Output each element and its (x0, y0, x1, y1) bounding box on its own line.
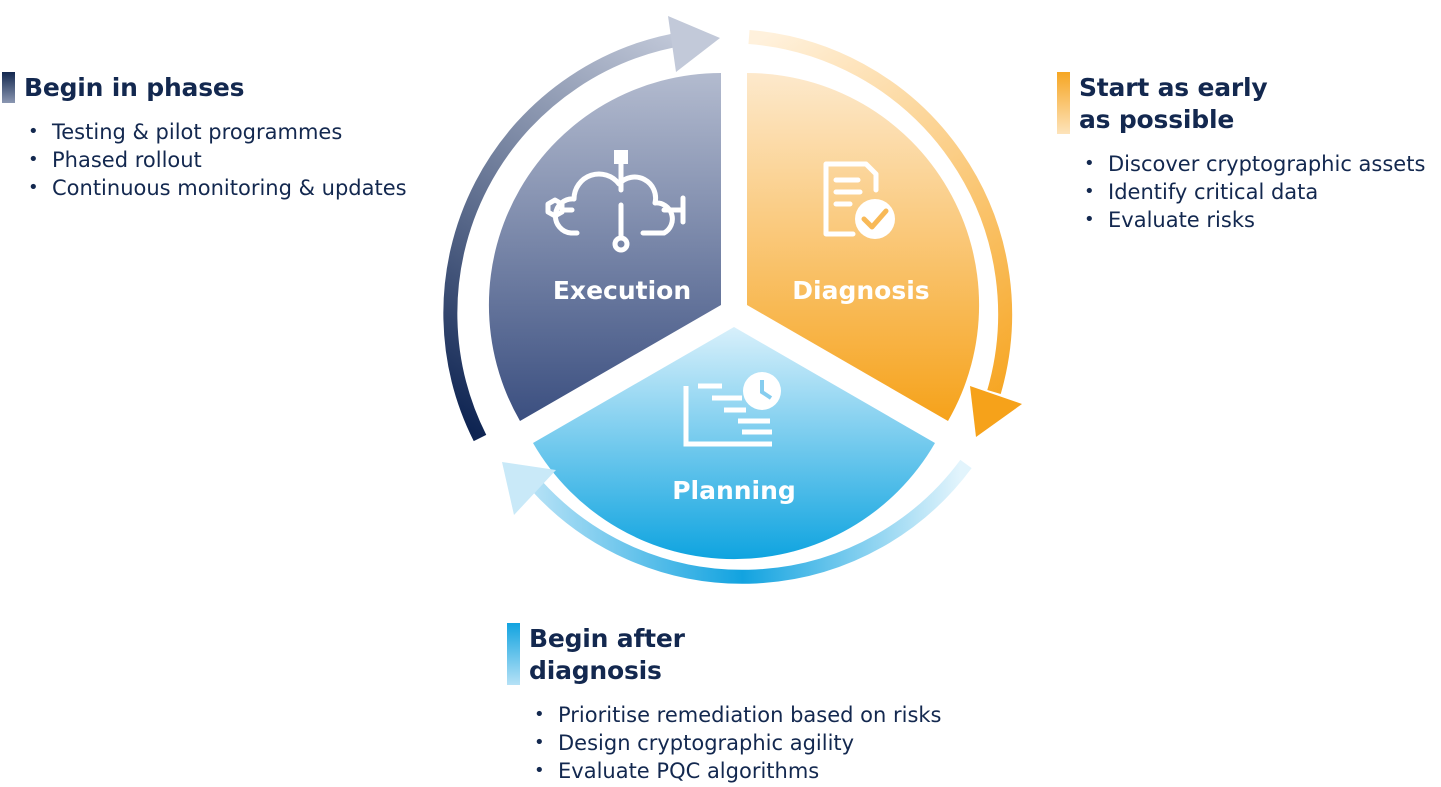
planning-heading-line1: Begin after (529, 624, 685, 653)
list-item: Evaluate risks (1084, 206, 1425, 234)
list-item: Phased rollout (28, 146, 407, 174)
diagnosis-list: Discover cryptographic assets Identify c… (1084, 150, 1425, 234)
execution-list: Testing & pilot programmes Phased rollou… (28, 118, 407, 202)
list-item: Testing & pilot programmes (28, 118, 407, 146)
diagnosis-segment (747, 72, 980, 421)
execution-segment (488, 72, 721, 421)
cloud-network-icon (545, 150, 686, 253)
diagnosis-heading-line1: Start as early (1079, 73, 1268, 102)
planning-arrowhead (502, 462, 556, 515)
list-item: Prioritise remediation based on risks (534, 701, 941, 729)
planning-heading: Begin after diagnosis (507, 623, 942, 687)
diagnosis-heading-line2: as possible (1079, 105, 1235, 134)
list-item: Continuous monitoring & updates (28, 174, 407, 202)
execution-label: Execution (553, 276, 691, 305)
document-check-icon (823, 161, 895, 239)
list-item: Identify critical data (1084, 178, 1425, 206)
planning-list: Prioritise remediation based on risks De… (534, 701, 942, 785)
diagnosis-info-block: Start as early as possible Discover cryp… (1057, 72, 1425, 234)
diagnosis-heading: Start as early as possible (1057, 72, 1425, 136)
execution-accent-bar (2, 72, 15, 103)
planning-label: Planning (672, 476, 796, 505)
diagnosis-label: Diagnosis (792, 276, 929, 305)
diagnosis-arrowhead (970, 386, 1022, 437)
diagnosis-arc-arrow (748, 30, 1013, 394)
list-item: Evaluate PQC algorithms (534, 757, 942, 785)
list-item: Discover cryptographic assets (1084, 150, 1425, 178)
execution-arc-arrow (443, 31, 690, 442)
diagnosis-accent-bar (1057, 72, 1070, 134)
execution-heading: Begin in phases (24, 73, 245, 102)
execution-arrowhead (668, 16, 720, 72)
list-item: Design cryptographic agility (534, 729, 942, 757)
planning-heading-line2: diagnosis (529, 656, 662, 685)
planning-info-block: Begin after diagnosis Prioritise remedia… (507, 623, 942, 785)
planning-arc-arrow (530, 459, 972, 584)
schedule-clock-icon (683, 372, 781, 447)
planning-accent-bar (507, 623, 520, 685)
execution-info-block: Begin in phases Testing & pilot programm… (2, 72, 407, 202)
